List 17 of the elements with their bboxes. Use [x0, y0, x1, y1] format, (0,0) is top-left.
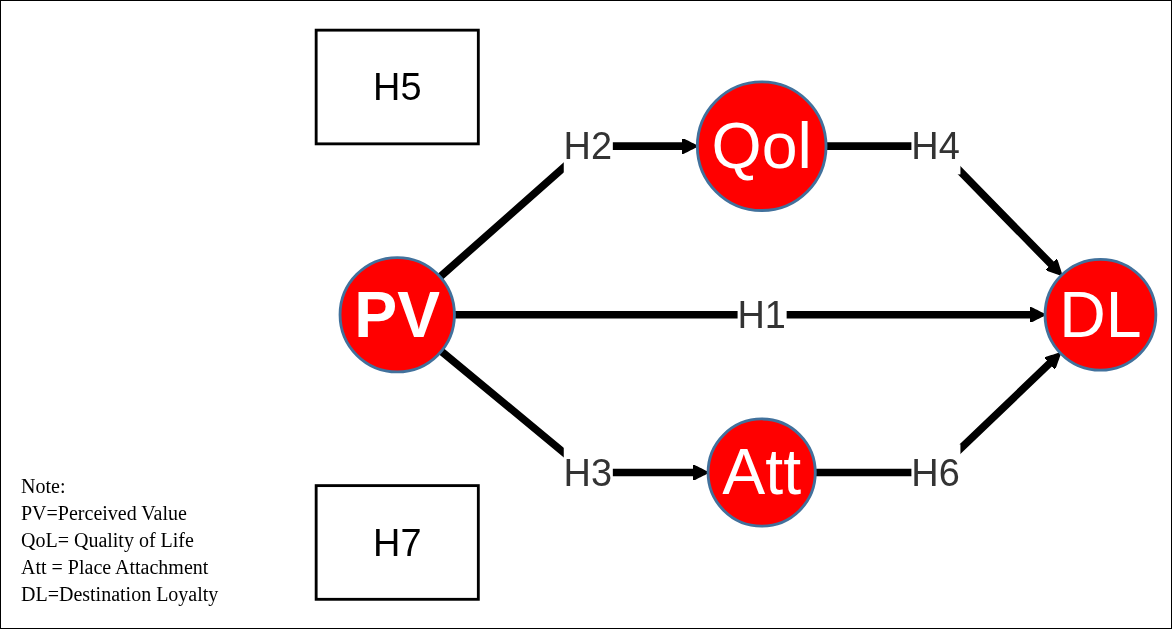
node-box: H5 — [314, 28, 480, 146]
note-text: PV=Perceived Value — [21, 502, 188, 525]
node-circle: PV — [338, 255, 456, 374]
edge-label: H4 — [911, 125, 960, 167]
edge-label: H6 — [911, 451, 960, 494]
note-text: QoL= Quality of Life — [21, 529, 195, 552]
edge-label: H2 — [563, 125, 613, 167]
node-box: H7 — [314, 483, 480, 601]
note-text: Note: — [21, 475, 67, 498]
edge-label: H1 — [737, 293, 786, 336]
note-text: DL=Destination Loyalty — [21, 583, 220, 606]
node-circle: DL — [1043, 257, 1158, 372]
arrow — [454, 306, 1046, 323]
node-circle: Qol — [695, 80, 828, 212]
node-circle: Att — [706, 417, 817, 528]
edge-label: H3 — [563, 451, 613, 494]
note-text: Att = Place Attachment — [21, 556, 210, 579]
